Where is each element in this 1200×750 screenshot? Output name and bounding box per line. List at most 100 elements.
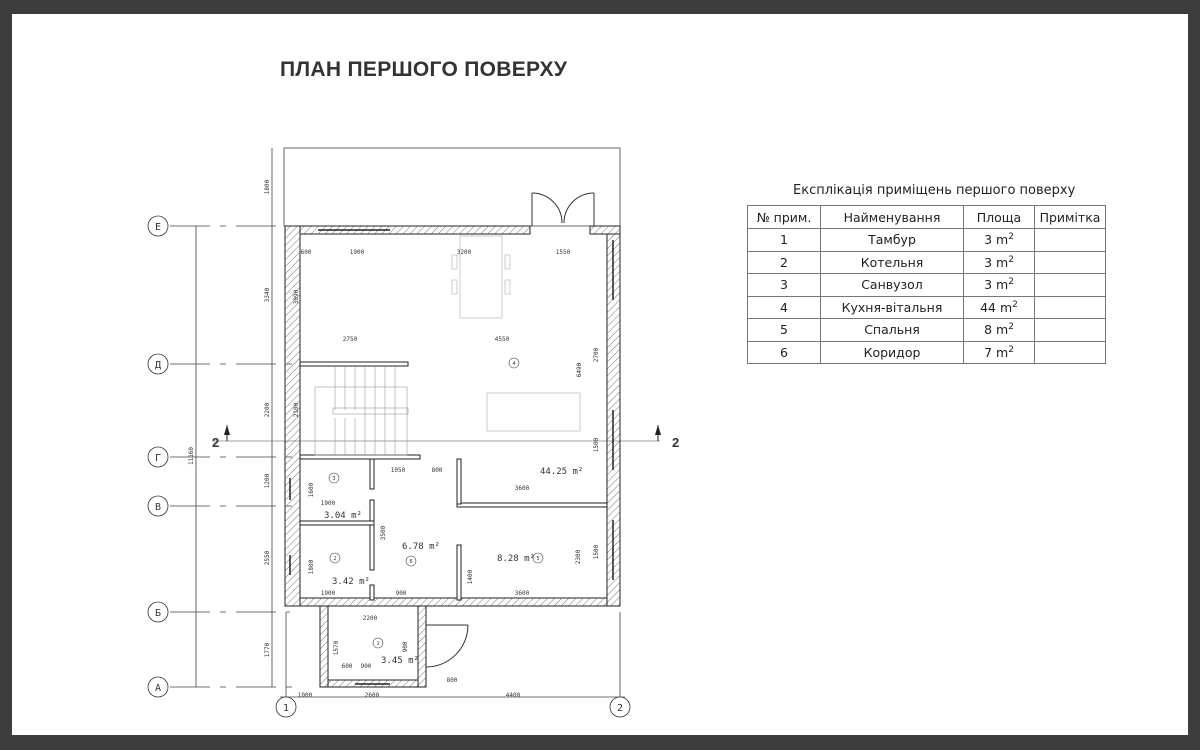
axis-label-1: 1 <box>283 703 289 714</box>
room-note-cell <box>1034 273 1106 297</box>
drawing-sheet <box>12 14 1188 735</box>
dimension: 3340 <box>264 287 271 302</box>
room-note-cell <box>1034 250 1106 274</box>
room-name-cell: Тамбур <box>820 228 964 252</box>
room-number: 1 <box>376 641 379 647</box>
area-label: 3.42 m² <box>332 577 370 587</box>
axis-bubbles <box>147 215 631 718</box>
room-area-cell: 3 m2 <box>963 228 1035 252</box>
dimension: 1550 <box>556 249 571 256</box>
dimension: 600 <box>301 249 312 256</box>
terrace-outline <box>283 147 621 227</box>
room-num-cell: 6 <box>747 340 821 364</box>
axis-label-G: Г <box>155 453 161 464</box>
dimension: 2750 <box>343 336 358 343</box>
dimension: 1900 <box>321 500 336 507</box>
axis-label-B: Б <box>155 608 161 619</box>
dimension: 4400 <box>506 692 521 699</box>
room-area-cell: 7 m2 <box>963 340 1035 364</box>
room-area-cell: 3 m2 <box>963 273 1035 297</box>
dimension: 1800 <box>264 179 271 194</box>
axis-label-2: 2 <box>617 703 623 714</box>
dimension: 600 <box>342 663 353 670</box>
area-label: 44.25 m² <box>540 467 583 477</box>
axis-label-D: Д <box>155 360 161 371</box>
dimension: 2200 <box>363 615 378 622</box>
dimension: 2300 <box>575 549 582 564</box>
column-header: Найменування <box>820 205 964 229</box>
dimension: 1000 <box>298 692 313 699</box>
dimension: 1500 <box>593 544 600 559</box>
dimension: 1200 <box>264 473 271 488</box>
room-name-cell: Санвузол <box>820 273 964 297</box>
room-name-cell: Котельня <box>820 250 964 274</box>
dimension: 900 <box>402 641 409 652</box>
dimension: 800 <box>432 467 443 474</box>
furniture <box>451 235 581 432</box>
dimension: 900 <box>361 663 372 670</box>
room-note-cell <box>1034 228 1106 252</box>
dimension: 3090 <box>293 289 300 304</box>
dimension: 800 <box>447 677 458 684</box>
dimension: 1050 <box>391 467 406 474</box>
room-num-cell: 5 <box>747 318 821 342</box>
room-note-cell <box>1034 340 1106 364</box>
room-num-cell: 2 <box>747 250 821 274</box>
interior-walls <box>299 361 608 601</box>
grid-lines <box>170 225 300 688</box>
room-num-cell: 1 <box>747 228 821 252</box>
column-header: Примітка <box>1034 205 1106 229</box>
dimension: 1570 <box>333 640 340 655</box>
room-num-cell: 3 <box>747 273 821 297</box>
column-header: № прим. <box>747 205 821 229</box>
dimension: 6490 <box>576 362 583 377</box>
section-mark-right: 2 <box>655 425 679 450</box>
column-header: Площа <box>963 205 1035 229</box>
page-title: ПЛАН ПЕРШОГО ПОВЕРХУ <box>280 58 568 81</box>
room-number: 2 <box>333 556 336 562</box>
dimension: 1800 <box>308 559 315 574</box>
room-num-cell: 4 <box>747 295 821 319</box>
area-label: 8.28 m² <box>497 554 535 564</box>
room-area-cell: 8 m2 <box>963 318 1035 342</box>
area-label: 6.78 m² <box>402 542 440 552</box>
room-name-cell: Спальня <box>820 318 964 342</box>
section-mark-left: 2 <box>212 425 230 450</box>
dimension: 3200 <box>457 249 472 256</box>
dimension: 2600 <box>365 692 380 699</box>
dimension: 3600 <box>515 485 530 492</box>
room-note-cell <box>1034 318 1106 342</box>
dimension: 1600 <box>308 482 315 497</box>
area-label: 3.04 m² <box>324 511 362 521</box>
axis-label-E: Е <box>155 222 161 233</box>
dimension: 2100 <box>293 402 300 417</box>
dimension: 900 <box>396 590 407 597</box>
axis-label-V: В <box>155 502 161 513</box>
terrace-door <box>425 192 595 668</box>
room-name-cell: Кухня-вітальня <box>820 295 964 319</box>
dimension: 2200 <box>264 402 271 417</box>
exterior-walls <box>284 225 621 688</box>
dimension: 3500 <box>380 525 387 540</box>
dimension: 1500 <box>593 437 600 452</box>
dimension: 1900 <box>321 590 336 597</box>
room-area-cell: 3 m2 <box>963 250 1035 274</box>
room-number: 4 <box>512 361 515 367</box>
room-note-cell <box>1034 295 1106 319</box>
axis-label-A: А <box>155 683 161 694</box>
dimension: 1770 <box>264 642 271 657</box>
dimension: 4550 <box>495 336 510 343</box>
dimension: 11160 <box>188 447 195 465</box>
dimension: 2700 <box>593 347 600 362</box>
sofa <box>486 392 581 432</box>
area-label: 3.45 m² <box>381 656 419 666</box>
room-name-cell: Коридор <box>820 340 964 364</box>
dimension: 2550 <box>264 550 271 565</box>
